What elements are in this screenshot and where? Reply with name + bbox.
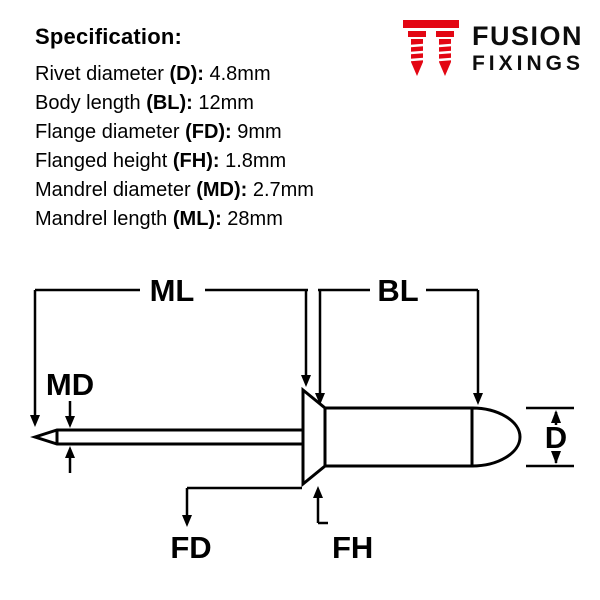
ml-left-arrow-icon <box>30 415 40 427</box>
ml-dimension-lines <box>33 288 308 415</box>
spec-code: (FD): <box>185 121 232 143</box>
d-dimension-label: D <box>545 420 567 455</box>
mandrel-head-dome <box>470 406 522 468</box>
mandrel-shaft <box>30 428 305 446</box>
fd-arrow-icon <box>182 515 192 527</box>
bl-left-arrow-icon <box>315 393 325 405</box>
md-dimension-label: MD <box>46 367 94 402</box>
spec-row-mandrel-diameter: Mandrel diameter (MD): 2.7mm <box>35 176 314 205</box>
spec-row-mandrel-length: Mandrel length (ML): 28mm <box>35 205 314 234</box>
screw-icon <box>430 20 459 76</box>
spec-label: Rivet diameter <box>35 63 170 85</box>
specification-block: Specification: Rivet diameter (D): 4.8mm… <box>35 24 314 234</box>
bl-right-arrow-icon <box>473 393 483 405</box>
spec-row-flanged-height: Flanged height (FH): 1.8mm <box>35 147 314 176</box>
spec-value: 1.8mm <box>219 150 287 172</box>
spec-value: 28mm <box>221 208 283 230</box>
spec-label: Mandrel length <box>35 208 173 230</box>
spec-label: Flanged height <box>35 150 173 172</box>
spec-row-flange-diameter: Flange diameter (FD): 9mm <box>35 118 314 147</box>
fd-dimension-lines <box>185 486 302 516</box>
screws-logo-icon <box>402 20 459 76</box>
d-top-arrow-icon <box>551 410 561 423</box>
logo-line-1: FUSION <box>471 21 583 52</box>
rivet-body <box>323 406 474 468</box>
logo-wordmark: FUSION FIXINGS <box>472 22 584 77</box>
fh-arrow-icon <box>313 486 323 498</box>
ml-right-arrow-icon <box>301 375 311 387</box>
spec-value: 9mm <box>231 121 282 143</box>
spec-label: Mandrel diameter <box>35 179 197 201</box>
countersunk-flange <box>301 386 327 488</box>
spec-code: (BL): <box>146 92 193 114</box>
spec-value: 2.7mm <box>247 179 314 201</box>
spec-row-rivet-diameter: Rivet diameter (D): 4.8mm <box>35 60 314 89</box>
screw-icon <box>402 20 431 76</box>
bl-dimension-label: BL <box>377 273 418 308</box>
rivet-outline <box>30 386 522 488</box>
spec-code: (ML): <box>172 208 222 230</box>
spec-label: Body length <box>35 92 147 114</box>
ml-dimension-label: ML <box>150 273 195 308</box>
spec-row-body-length: Body length (BL): 12mm <box>35 89 314 118</box>
fusion-fixings-logo: FUSION FIXINGS <box>402 20 584 80</box>
bl-dimension-lines <box>318 288 480 393</box>
spec-value: 4.8mm <box>203 63 271 85</box>
logo-line-2: FIXINGS <box>471 52 584 76</box>
spec-label: Flange diameter <box>35 121 186 143</box>
spec-value: 12mm <box>192 92 254 114</box>
fd-dimension-label: FD <box>170 530 211 565</box>
md-bottom-arrow-icon <box>65 446 75 458</box>
fh-dimension-label: FH <box>332 530 373 565</box>
spec-code: (FH): <box>172 150 220 172</box>
rivet-technical-drawing: ML BL MD <box>30 273 574 565</box>
md-top-arrow-icon <box>65 416 75 428</box>
d-bottom-arrow-icon <box>551 451 561 464</box>
specification-heading: Specification: <box>35 24 183 49</box>
spec-code: (MD): <box>196 179 248 201</box>
fh-dimension-lines <box>316 497 328 525</box>
spec-code: (D): <box>169 63 204 85</box>
